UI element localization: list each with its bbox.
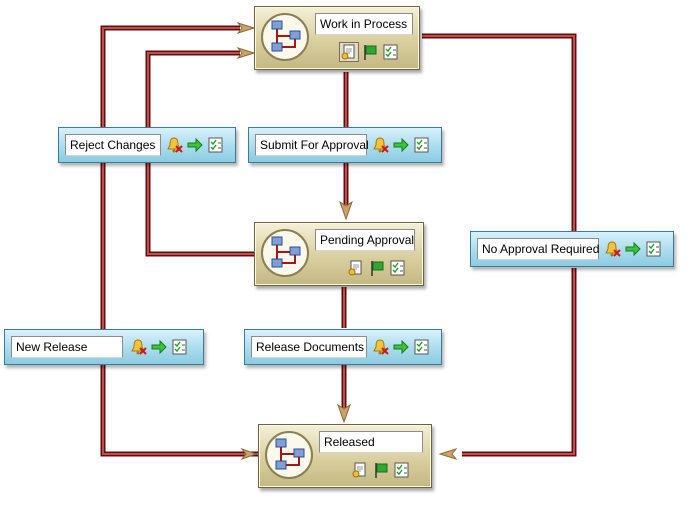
state-label[interactable]: Released [319, 431, 423, 453]
transition-submit-for-approval[interactable]: Submit For Approval [248, 127, 442, 163]
connector-reject-to-wip-2[interactable] [145, 50, 240, 128]
transition-label[interactable]: New Release [11, 336, 123, 358]
document-edit-icon[interactable] [339, 42, 359, 62]
arrow-right-icon[interactable] [392, 136, 410, 154]
arrowhead-icon [236, 47, 256, 59]
arrow-right-icon[interactable] [392, 338, 410, 356]
transition-label[interactable]: Release Documents [251, 336, 367, 358]
state-pending-approval[interactable]: Pending Approval [254, 222, 424, 286]
connector-reject-to-wip[interactable] [100, 25, 240, 128]
checklist-icon[interactable] [207, 136, 225, 154]
checklist-icon[interactable] [413, 136, 431, 154]
state-released[interactable]: Released [258, 424, 432, 488]
workflow-icon [261, 229, 309, 277]
checklist-icon[interactable] [645, 240, 663, 258]
bell-delete-icon[interactable] [603, 240, 621, 258]
checklist-icon[interactable] [171, 338, 189, 356]
transition-toolbar [371, 338, 431, 356]
document-edit-icon[interactable] [347, 259, 365, 277]
arrow-right-icon[interactable] [186, 136, 204, 154]
arrowhead-icon [240, 447, 258, 461]
arrowhead-icon [339, 200, 353, 221]
checklist-icon[interactable] [413, 338, 431, 356]
bell-delete-icon[interactable] [129, 338, 147, 356]
document-edit-icon[interactable] [351, 461, 369, 479]
workflow-icon [261, 13, 309, 61]
transition-toolbar [165, 136, 225, 154]
transition-toolbar [371, 136, 431, 154]
connector-reject-from-pending[interactable] [145, 163, 255, 257]
transition-toolbar [129, 338, 189, 356]
state-toolbar [347, 259, 407, 277]
arrowhead-icon [438, 448, 458, 460]
green-flag-icon[interactable] [361, 43, 379, 61]
arrow-right-icon[interactable] [624, 240, 642, 258]
state-toolbar [351, 461, 411, 479]
state-work-in-process[interactable]: Work in Process [254, 6, 420, 70]
bell-delete-icon[interactable] [371, 136, 389, 154]
workflow-icon [265, 431, 313, 479]
state-label[interactable]: Work in Process [315, 13, 413, 35]
transition-release-documents[interactable]: Release Documents [244, 329, 442, 365]
transition-reject-changes[interactable]: Reject Changes [58, 127, 236, 163]
transition-label[interactable]: Reject Changes [65, 134, 161, 156]
arrowhead-icon [236, 22, 256, 34]
state-toolbar [339, 42, 400, 62]
arrow-right-icon[interactable] [150, 338, 168, 356]
transition-label[interactable]: No Approval Required [477, 238, 599, 260]
connector-noapproval-to-released[interactable] [462, 268, 577, 457]
bell-delete-icon[interactable] [371, 338, 389, 356]
checklist-icon[interactable] [382, 43, 400, 61]
arrowhead-icon [337, 403, 351, 424]
connector-wip-to-noapproval[interactable] [422, 33, 577, 232]
green-flag-icon[interactable] [372, 461, 390, 479]
transition-toolbar [603, 240, 663, 258]
state-label[interactable]: Pending Approval [315, 229, 415, 251]
transition-new-release[interactable]: New Release [4, 329, 204, 365]
transition-label[interactable]: Submit For Approval [255, 134, 369, 156]
connector-released-to-newrelease[interactable] [100, 365, 258, 457]
transition-no-approval-required[interactable]: No Approval Required [470, 231, 674, 267]
checklist-icon[interactable] [393, 461, 411, 479]
green-flag-icon[interactable] [368, 259, 386, 277]
bell-delete-icon[interactable] [165, 136, 183, 154]
checklist-icon[interactable] [389, 259, 407, 277]
